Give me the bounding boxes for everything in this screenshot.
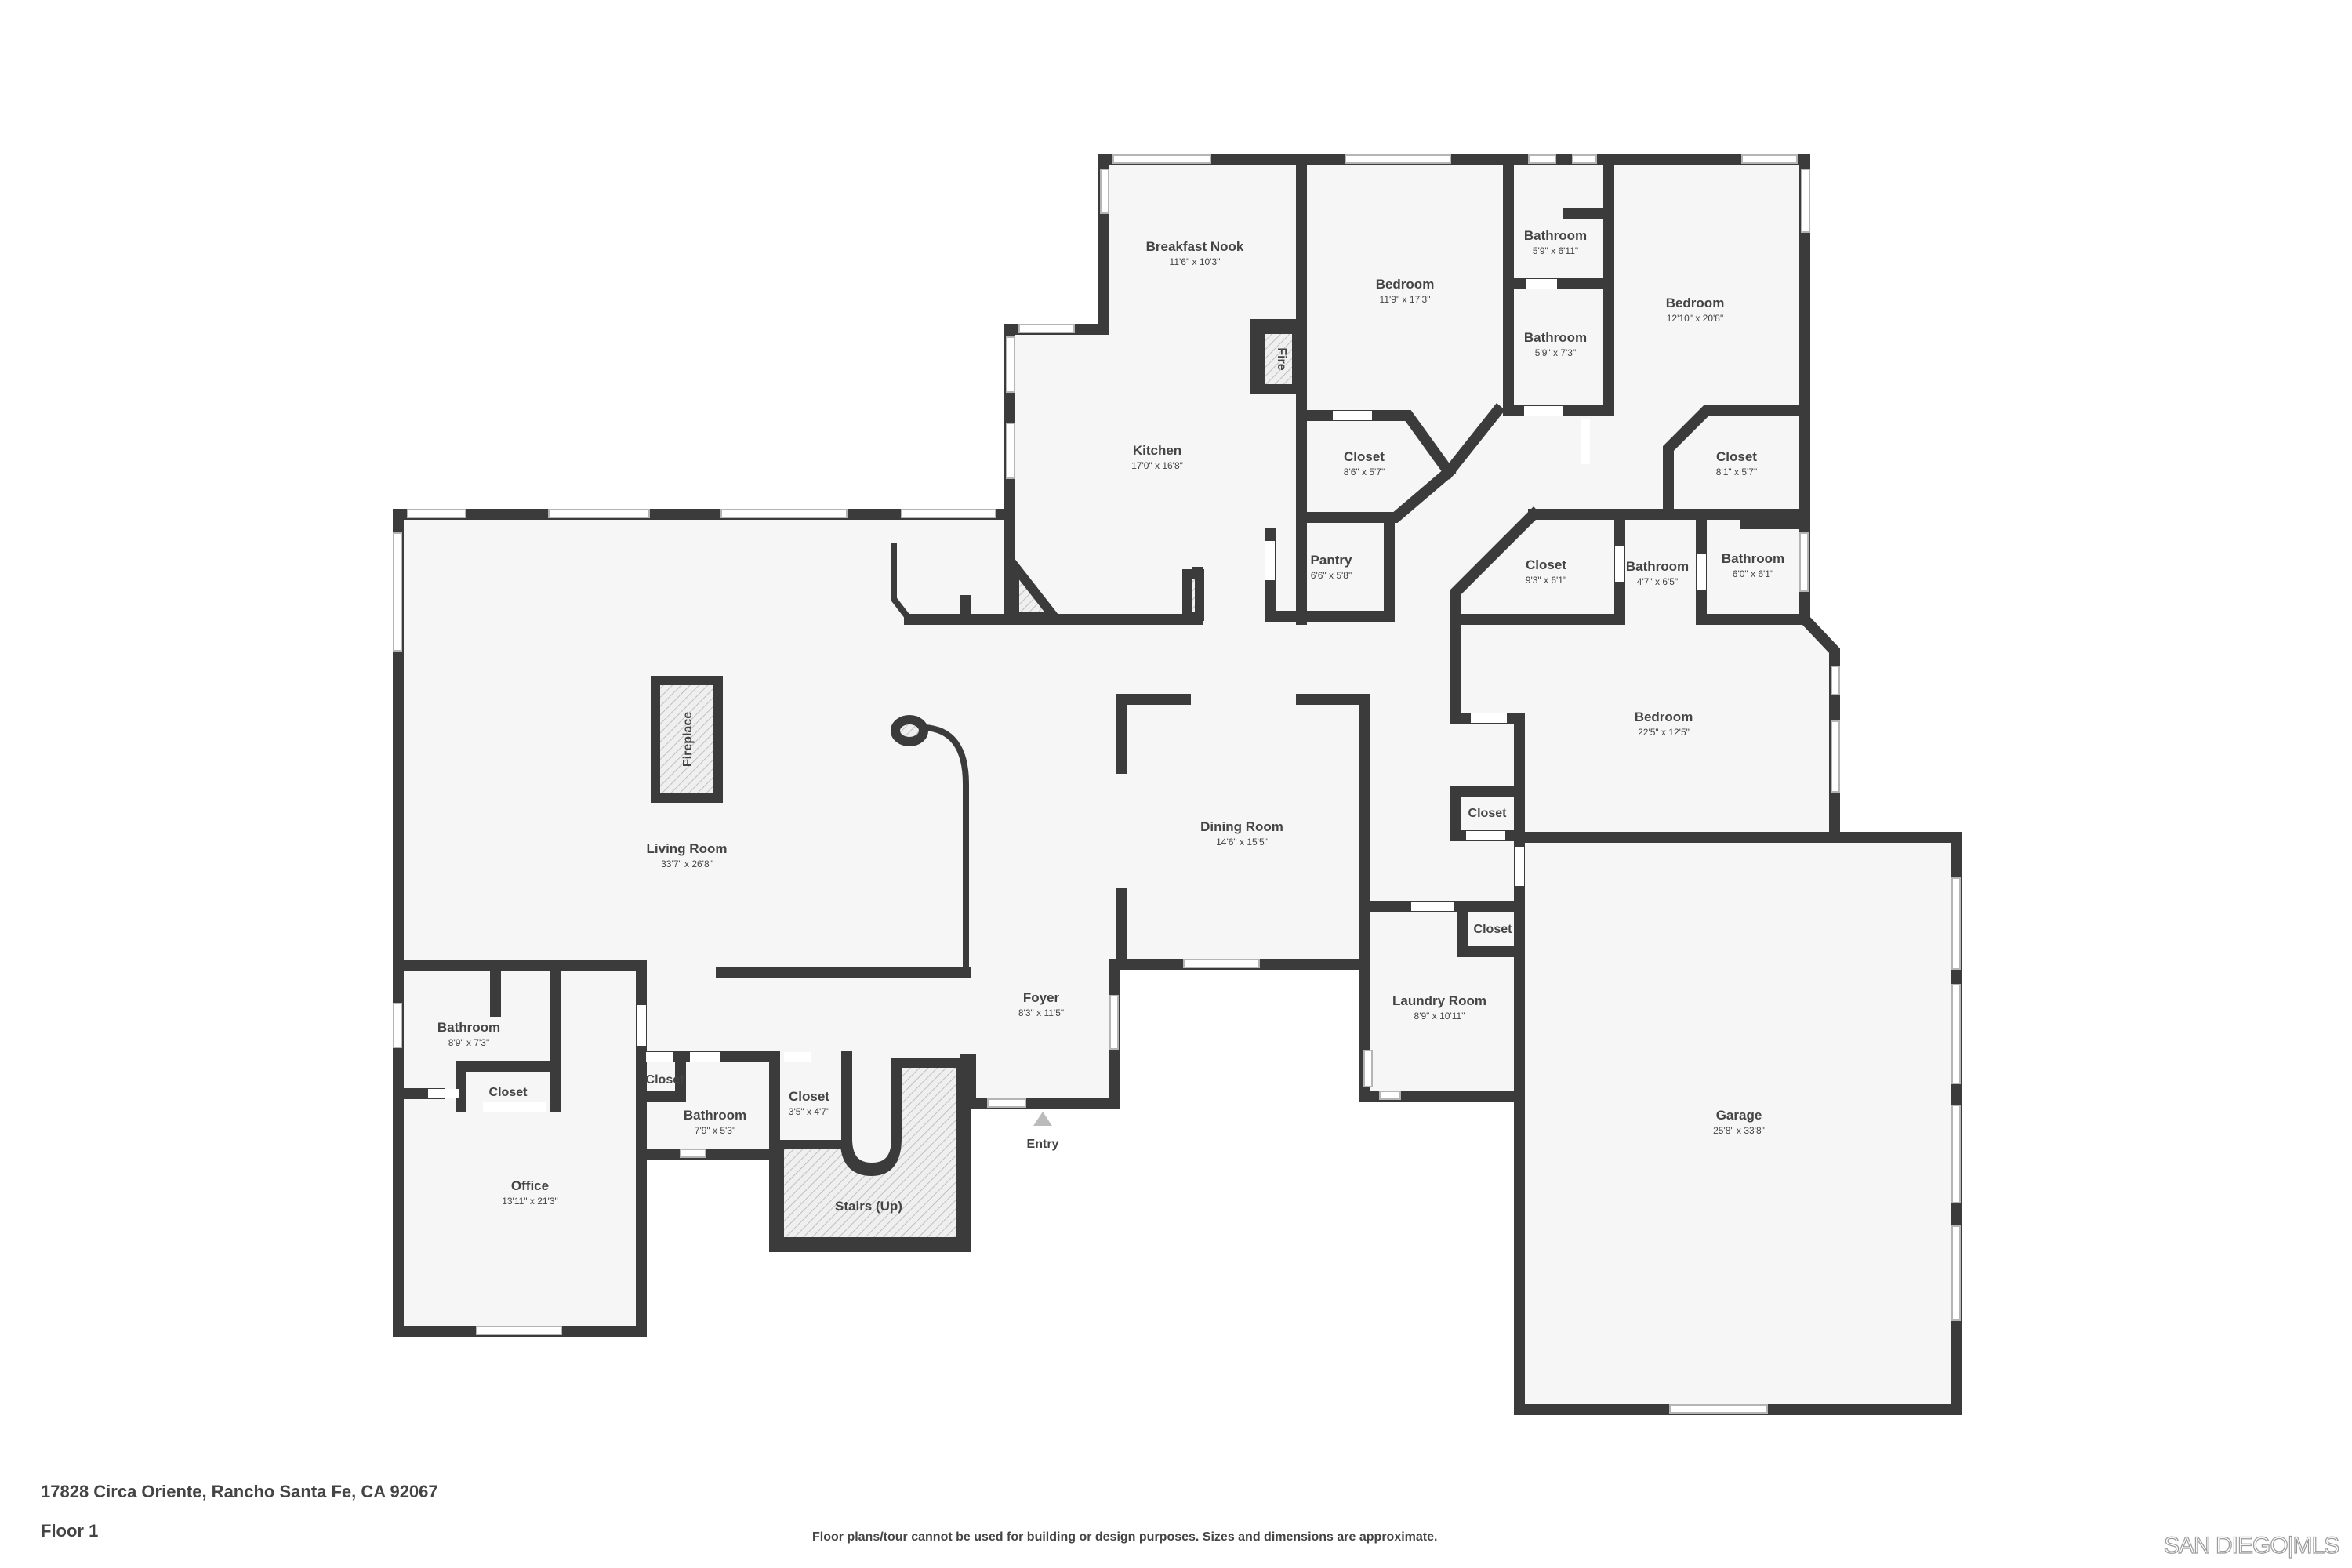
svg-text:22'5" x 12'5": 22'5" x 12'5" bbox=[1638, 727, 1690, 738]
floor-fills bbox=[398, 160, 1957, 1410]
door-openings bbox=[428, 279, 1706, 1112]
room-foyer: Foyer bbox=[1023, 990, 1060, 1005]
room-closet-5: Closet bbox=[1474, 923, 1513, 936]
floor-label: Floor 1 bbox=[41, 1521, 99, 1541]
room-bathroom-1: Bathroom bbox=[1524, 228, 1587, 243]
room-laundry-room: Laundry Room bbox=[1392, 993, 1486, 1008]
fireplace-fixture bbox=[651, 676, 723, 803]
svg-text:13'11" x 21'3": 13'11" x 21'3" bbox=[502, 1196, 558, 1207]
svg-text:17'0" x 16'8": 17'0" x 16'8" bbox=[1131, 460, 1183, 471]
kitchen-column-fixture bbox=[1182, 569, 1204, 621]
svg-text:9'3" x 6'1": 9'3" x 6'1" bbox=[1526, 575, 1566, 586]
room-dining-room: Dining Room bbox=[1200, 819, 1283, 834]
room-bathroom-4: Bathroom bbox=[1722, 551, 1784, 566]
mls-logo: SAN DIEGO|MLS bbox=[2163, 1532, 2339, 1559]
kitchen-corner-fixture bbox=[1010, 552, 1064, 621]
room-garage: Garage bbox=[1716, 1108, 1762, 1123]
room-pantry: Pantry bbox=[1311, 553, 1352, 568]
entry-label: Entry bbox=[1027, 1138, 1059, 1151]
svg-text:7'9" x 5'3": 7'9" x 5'3" bbox=[695, 1125, 735, 1136]
svg-text:25'8" x 33'8": 25'8" x 33'8" bbox=[1713, 1125, 1765, 1136]
room-closet-6: Closet bbox=[489, 1086, 528, 1099]
windows bbox=[393, 154, 1961, 1414]
svg-text:11'9" x 17'3": 11'9" x 17'3" bbox=[1380, 294, 1431, 305]
room-closet-4: Closet bbox=[1468, 807, 1508, 820]
svg-text:8'3" x 11'5": 8'3" x 11'5" bbox=[1018, 1007, 1064, 1018]
fixtures bbox=[651, 325, 1301, 1247]
room-closet-8: Closet bbox=[789, 1089, 829, 1104]
room-bathroom-3: Bathroom bbox=[1626, 559, 1689, 574]
room-bedroom-1: Bedroom bbox=[1376, 277, 1435, 292]
room-bathroom-5: Bathroom bbox=[437, 1020, 500, 1035]
room-breakfast-nook: Breakfast Nook bbox=[1146, 239, 1244, 254]
svg-text:5'9" x 6'11": 5'9" x 6'11" bbox=[1533, 245, 1578, 256]
room-bathroom-6: Bathroom bbox=[684, 1108, 746, 1123]
svg-text:8'1" x 5'7": 8'1" x 5'7" bbox=[1716, 466, 1757, 477]
room-bedroom-2: Bedroom bbox=[1666, 296, 1725, 310]
room-closet-1: Closet bbox=[1344, 449, 1385, 464]
svg-text:4'7" x 6'5": 4'7" x 6'5" bbox=[1637, 576, 1678, 587]
fireplace-label: Fireplace bbox=[681, 712, 695, 767]
svg-text:11'6" x 10'3": 11'6" x 10'3" bbox=[1170, 256, 1221, 267]
svg-text:8'9" x 7'3": 8'9" x 7'3" bbox=[448, 1037, 489, 1048]
stairs-fixture bbox=[775, 1058, 966, 1247]
room-closet-2: Closet bbox=[1716, 449, 1757, 464]
fire-fixture bbox=[1256, 325, 1301, 394]
svg-text:5'9" x 7'3": 5'9" x 7'3" bbox=[1535, 347, 1576, 358]
entry-arrow-icon bbox=[1033, 1112, 1052, 1126]
room-closet-3: Closet bbox=[1526, 557, 1566, 572]
room-bathroom-2: Bathroom bbox=[1524, 330, 1587, 345]
svg-text:14'6" x 15'5": 14'6" x 15'5" bbox=[1216, 837, 1268, 848]
fire-label: Fire bbox=[1275, 347, 1288, 370]
room-kitchen: Kitchen bbox=[1133, 443, 1181, 458]
room-stairs: Stairs (Up) bbox=[835, 1199, 902, 1214]
disclaimer: Floor plans/tour cannot be used for buil… bbox=[812, 1530, 1438, 1544]
column-fixture bbox=[891, 715, 928, 746]
svg-text:33'7" x 26'8": 33'7" x 26'8" bbox=[661, 858, 713, 869]
room-closet-7: Closet bbox=[646, 1073, 685, 1087]
room-office: Office bbox=[511, 1178, 549, 1193]
svg-text:8'9" x 10'11": 8'9" x 10'11" bbox=[1414, 1011, 1465, 1022]
property-address: 17828 Circa Oriente, Rancho Santa Fe, CA… bbox=[41, 1482, 438, 1501]
svg-text:12'10" x 20'8": 12'10" x 20'8" bbox=[1667, 313, 1724, 324]
svg-text:8'6" x 5'7": 8'6" x 5'7" bbox=[1344, 466, 1385, 477]
svg-text:3'5" x 4'7": 3'5" x 4'7" bbox=[789, 1106, 829, 1117]
room-labels: Breakfast Nook 11'6" x 10'3" Bedroom 11'… bbox=[437, 228, 1784, 1214]
svg-text:6'6" x 5'8": 6'6" x 5'8" bbox=[1311, 570, 1352, 581]
svg-text:6'0" x 6'1": 6'0" x 6'1" bbox=[1733, 568, 1773, 579]
room-living-room: Living Room bbox=[647, 841, 728, 856]
room-bedroom-3: Bedroom bbox=[1635, 710, 1693, 724]
